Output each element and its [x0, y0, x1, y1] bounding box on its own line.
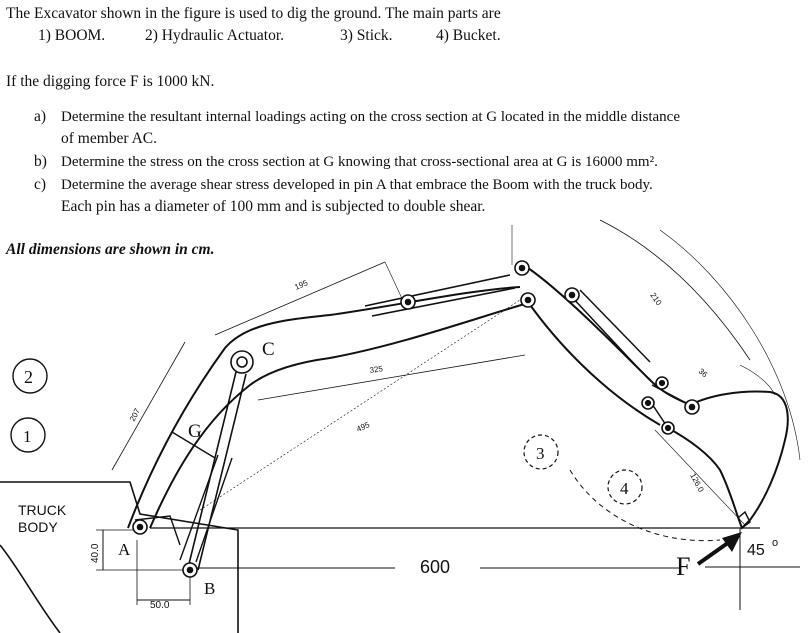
part-stick: 3) Stick. — [340, 27, 393, 44]
question-c-line2: Each pin has a diameter of 100 mm and is… — [61, 198, 486, 215]
stick-cylinder — [569, 289, 651, 371]
bucket-body — [667, 390, 789, 530]
dim-36: 36 — [697, 367, 710, 380]
part-boom: 1) BOOM. — [38, 27, 106, 44]
section-G-line — [171, 431, 216, 459]
dim-50: 50.0 — [150, 600, 170, 611]
question-c-line1: Determine the average shear stress devel… — [61, 177, 653, 193]
dim-600: 600 — [420, 557, 450, 577]
part-2-circle — [12, 358, 48, 394]
part-3-circle — [523, 434, 559, 470]
truck-body-label-2: BODY — [18, 519, 58, 535]
problem-intro: The Excavator shown in the figure is use… — [6, 5, 501, 22]
dim-210: 210 — [648, 291, 663, 308]
part-number-1: 1 — [23, 427, 32, 446]
label-C: C — [262, 339, 275, 360]
label-G: G — [188, 421, 202, 442]
part-number-4: 4 — [620, 479, 629, 498]
stick-lower-edge — [527, 301, 661, 426]
question-a-line1: Determine the resultant internal loading… — [61, 109, 680, 125]
truck-bracket — [134, 515, 181, 546]
dim-495: 495 — [355, 420, 371, 434]
question-b-line1: Determine the stress on the cross sectio… — [61, 154, 658, 170]
dim-325: 325 — [369, 364, 384, 375]
part-1-circle — [10, 417, 46, 453]
label-B: B — [204, 579, 215, 598]
dimensions-note: All dimensions are shown in cm. — [6, 241, 215, 258]
part-actuator: 2) Hydraulic Actuator. — [145, 27, 285, 44]
boom-inner-edge — [149, 302, 529, 529]
boom-upper-cylinder — [364, 274, 516, 317]
question-c-tag: c) — [34, 176, 47, 193]
label-F: F — [676, 552, 690, 581]
part-number-2: 2 — [24, 367, 33, 387]
force-arrow-F — [696, 532, 742, 566]
truck-body-outline — [0, 481, 239, 633]
part-bucket: 4) Bucket. — [436, 27, 501, 44]
angle-45: 45 — [747, 542, 765, 559]
bucket-swing-arc — [569, 469, 721, 542]
question-a-tag: a) — [34, 108, 47, 125]
actuator-barrel — [179, 454, 233, 563]
dim-40: 40.0 — [90, 543, 101, 563]
boom-outer-edge — [127, 286, 521, 529]
dim-195: 195 — [293, 278, 309, 292]
angle-degree: o — [772, 537, 778, 549]
dim-126: 126.0 — [688, 472, 706, 494]
force-statement: If the digging force F is 1000 kN. — [6, 73, 215, 90]
part-4-circle — [607, 469, 643, 505]
question-b-tag: b) — [34, 153, 47, 170]
label-A: A — [118, 540, 131, 559]
question-a-line2: of member AC. — [61, 130, 157, 147]
truck-body-lower — [0, 544, 61, 633]
truck-body-label-1: TRUCK — [18, 502, 67, 518]
part-number-3: 3 — [536, 444, 545, 463]
